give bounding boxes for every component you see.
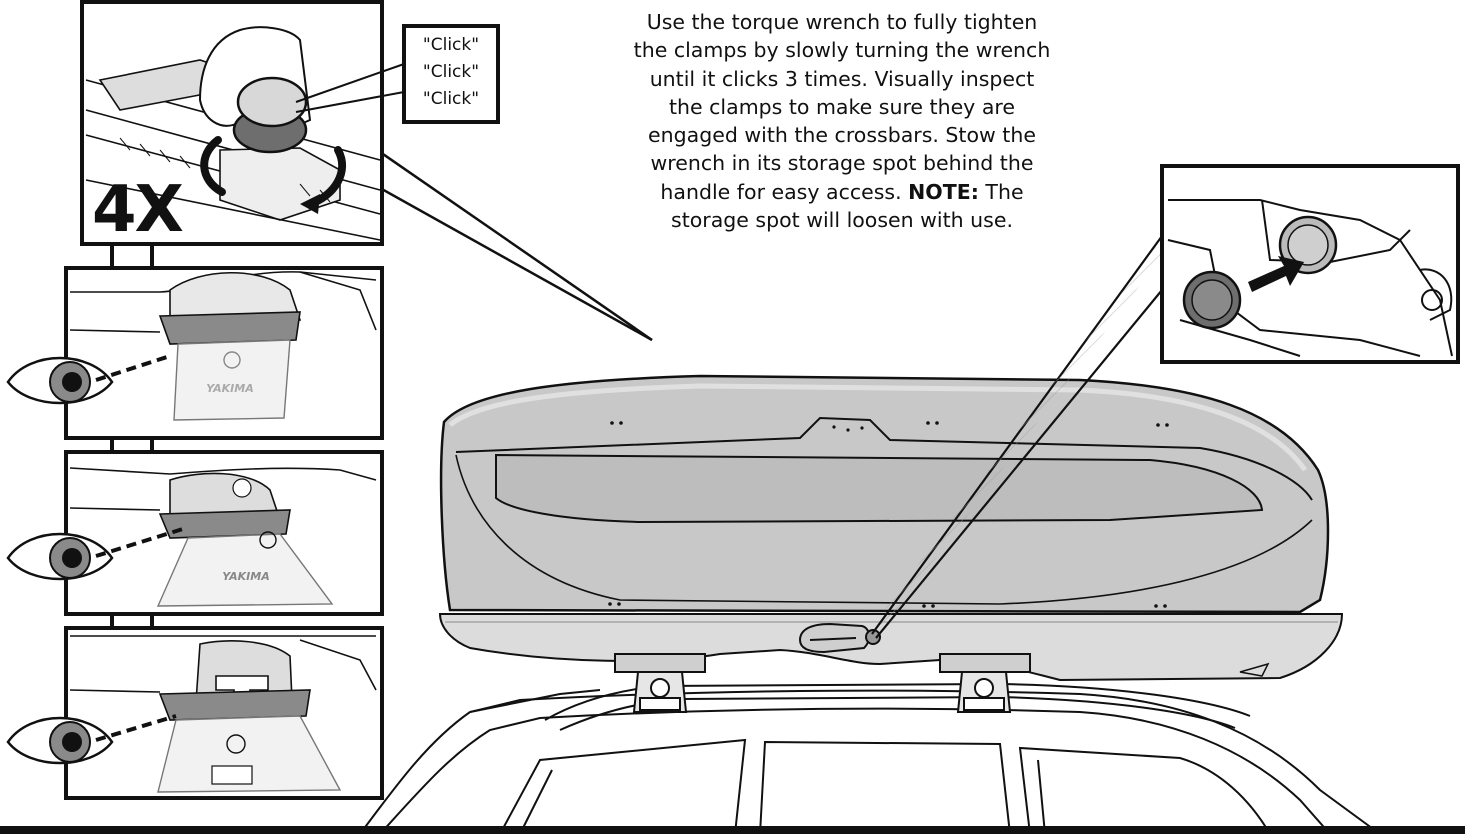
click-callout: "Click" "Click" "Click" [402,24,500,124]
storage-spot-detail [1162,166,1458,362]
wrench-knob [1184,272,1240,328]
brand-logo: YAKIMA [222,570,270,583]
cargo-box [440,376,1342,680]
inspection-panel-3 [66,628,382,798]
click-label: "Click" [406,32,496,59]
quantity-multiplier: 4X [92,178,182,242]
click-label: "Click" [406,86,496,113]
wrench-knob [234,78,306,152]
clamp-mount [615,654,705,712]
page-bottom-bar [0,826,1465,834]
vehicle-outline [360,690,1380,834]
brand-logo: YAKIMA [206,382,254,395]
click-label: "Click" [406,59,496,86]
note-label: NOTE: [908,180,979,204]
inspection-panel-2: YAKIMA [66,452,382,614]
instruction-body: Use the torque wrench to fully tighten t… [634,10,1051,204]
instruction-text: Use the torque wrench to fully tighten t… [632,8,1052,234]
leader-lines [380,152,652,340]
clamp-mount [940,654,1030,712]
inspection-panel-1: YAKIMA [66,268,382,438]
